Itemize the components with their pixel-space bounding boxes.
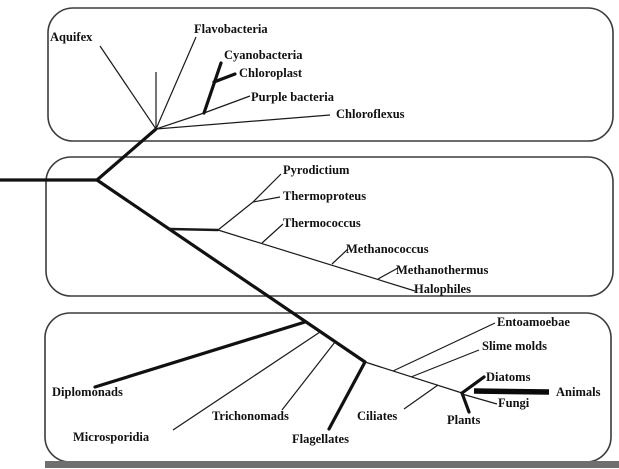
euryarchaeota-stem-line [217,229,416,292]
branch-chloroplast [212,72,237,84]
label-aquifex: Aquifex [50,30,93,44]
label-ciliates: Ciliates [357,409,398,423]
branch-diplomonads [93,320,307,389]
label-plants: Plants [447,413,481,427]
label-diatoms: Diatoms [486,370,531,384]
label-thermococcus: Thermococcus [283,216,361,230]
branch-ciliates [403,384,439,410]
branch-trichonomads [281,341,336,411]
branch-diatoms [460,375,486,395]
label-methanococcus: Methanococcus [346,242,429,256]
bacteria-trunk-line [95,127,158,182]
label-slime-molds: Slime molds [482,339,547,353]
label-microsporidia: Microsporidia [73,430,150,444]
branch-thermoproteus [252,196,281,203]
label-methanothermus: Methanothermus [396,263,489,277]
label-pyrodictium: Pyrodictium [283,163,350,177]
label-entoamoebae: Entoamoebae [497,315,570,329]
label-thermoproteus: Thermoproteus [283,189,367,203]
label-diplomonads: Diplomonads [52,385,123,399]
branch-aquifex [99,45,157,130]
branch-fungi [461,393,498,405]
label-flagellates: Flagellates [292,432,349,446]
label-chloroplast: Chloroplast [239,66,302,80]
main-trunk-line [95,178,367,364]
branch-flavobacteria [155,36,197,130]
label-purple-bacteria: Purple bacteria [251,90,334,104]
branch-cyanobacteria [202,61,223,115]
crenarchaeota-stem-line [217,201,254,231]
label-fungi: Fungi [498,396,530,410]
archaea-box-outline [45,156,614,297]
branch-animals [473,388,550,395]
branch-entoamoebae [392,322,496,372]
photo-edge-strip [45,461,619,468]
branch-plants [460,391,471,414]
label-chloroflexus: Chloroflexus [336,107,405,121]
branch-thermococcus [261,223,284,244]
crown-group-stem-line [364,361,463,394]
label-animals: Animals [556,385,601,399]
label-flavobacteria: Flavobacteria [194,22,268,36]
label-halophiles: Halophiles [414,282,471,296]
bacteria-box-outline [47,7,614,142]
branch-slime-molds [410,349,480,378]
archaea-stem-line [168,227,220,232]
label-trichonomads: Trichonomads [212,409,289,423]
label-cyanobacteria: Cyanobacteria [224,48,303,62]
branch-methanothermus [377,267,399,280]
branch-methanococcus [331,248,349,265]
branch-chloroflexus [155,114,331,130]
branch-pyrodictium [252,173,282,203]
branch-flagellates [327,360,367,431]
branch-microsporidia [172,331,321,431]
